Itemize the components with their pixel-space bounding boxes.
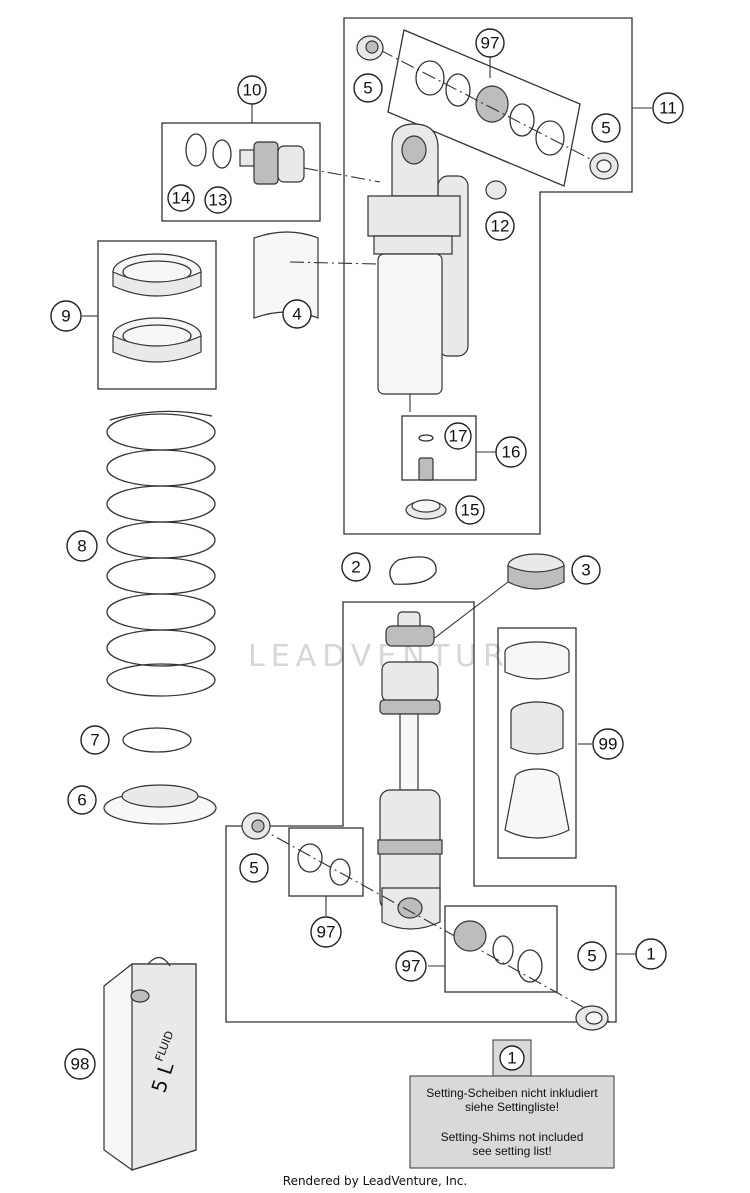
svg-text:4: 4 [292,305,301,324]
group-97-top-box [387,29,581,187]
svg-text:3: 3 [581,561,590,580]
callout-4[interactable]: 4 [282,299,312,329]
footer-credit: Rendered by LeadVenture, Inc. [283,1174,467,1188]
svg-text:11: 11 [659,99,677,118]
svg-text:17: 17 [449,427,468,446]
callout-7[interactable]: 7 [80,725,110,755]
callout-11[interactable]: 11 [652,92,684,124]
callout-9[interactable]: 9 [50,300,82,332]
kit-99 [504,641,570,839]
note-line1-de: Setting-Scheiben nicht inkludiert [426,1086,598,1100]
valve-10 [185,133,381,185]
piston-3 [431,553,565,641]
group-16-box [401,415,477,481]
svg-text:5: 5 [601,119,610,138]
callout-98[interactable]: 98 [64,1048,96,1080]
group-10-box [161,122,321,222]
sleeve-4 [253,231,379,319]
valve-parts-16 [405,434,447,520]
note-line2-de: siehe Settingliste! [465,1100,559,1114]
svg-text:97: 97 [402,957,421,976]
svg-text:5: 5 [363,79,372,98]
callout-15[interactable]: 15 [455,495,485,525]
callout-10[interactable]: 10 [237,75,267,105]
callout-2[interactable]: 2 [341,552,371,582]
group-9-box [97,240,217,390]
note-line1-en: Setting-Shims not included [441,1130,584,1144]
svg-text:8: 8 [77,537,86,556]
part-12 [485,180,507,200]
lower-shock-body [377,611,443,930]
callout-99[interactable]: 99 [592,728,624,760]
bearing-set-97-top [415,60,565,156]
spring-8 [106,410,216,697]
ring-2 [389,556,437,585]
svg-text:14: 14 [172,189,191,208]
svg-text:15: 15 [461,501,480,520]
svg-text:97: 97 [481,34,500,53]
svg-text:16: 16 [502,443,521,462]
svg-text:6: 6 [77,791,86,810]
callout-13[interactable]: 13 [204,186,232,214]
assembly-1-box [225,601,617,1023]
callout-3[interactable]: 3 [571,555,601,585]
callout-97-lower-right[interactable]: 97 [395,950,427,982]
group-97-left-box [288,827,364,897]
callout-17[interactable]: 17 [444,422,472,450]
svg-text:1: 1 [646,945,655,964]
svg-text:98: 98 [71,1055,90,1074]
callout-6[interactable]: 6 [67,785,97,815]
note-line2-en: see setting list! [472,1144,551,1158]
callout-5-top-right[interactable]: 5 [591,113,621,143]
fluid-canister-98 [103,956,197,1171]
svg-text:2: 2 [351,558,360,577]
svg-text:99: 99 [599,735,618,754]
callout-12[interactable]: 12 [485,211,515,241]
svg-text:97: 97 [317,923,336,942]
svg-text:7: 7 [90,731,99,750]
callout-97-top[interactable]: 97 [475,28,505,58]
callout-8[interactable]: 8 [66,530,98,562]
svg-text:9: 9 [61,307,70,326]
svg-text:12: 12 [491,217,510,236]
note-reference-1: 1 [492,1039,532,1077]
group-97-right-box [444,905,558,993]
note-box [409,1075,615,1169]
svg-text:5: 5 [249,859,258,878]
svg-text:5: 5 [587,947,596,966]
group-99-box [497,627,577,859]
upper-shock-body [367,123,469,412]
callout-5-top-left[interactable]: 5 [353,73,383,103]
svg-text:13: 13 [209,191,228,210]
callout-5-lower-right[interactable]: 5 [577,941,607,971]
callout-14[interactable]: 14 [167,184,195,212]
ring-7 [122,727,192,753]
callout-97-lower-left[interactable]: 97 [310,916,342,948]
callout-16[interactable]: 16 [495,436,527,468]
adjusting-rings-9 [112,253,202,363]
svg-text:10: 10 [243,81,262,100]
svg-text:1: 1 [507,1049,516,1068]
assembly-11-box [343,17,633,535]
callout-5-lower-left[interactable]: 5 [239,853,269,883]
spring-seat-6 [103,784,217,825]
callout-1[interactable]: 1 [635,938,667,970]
